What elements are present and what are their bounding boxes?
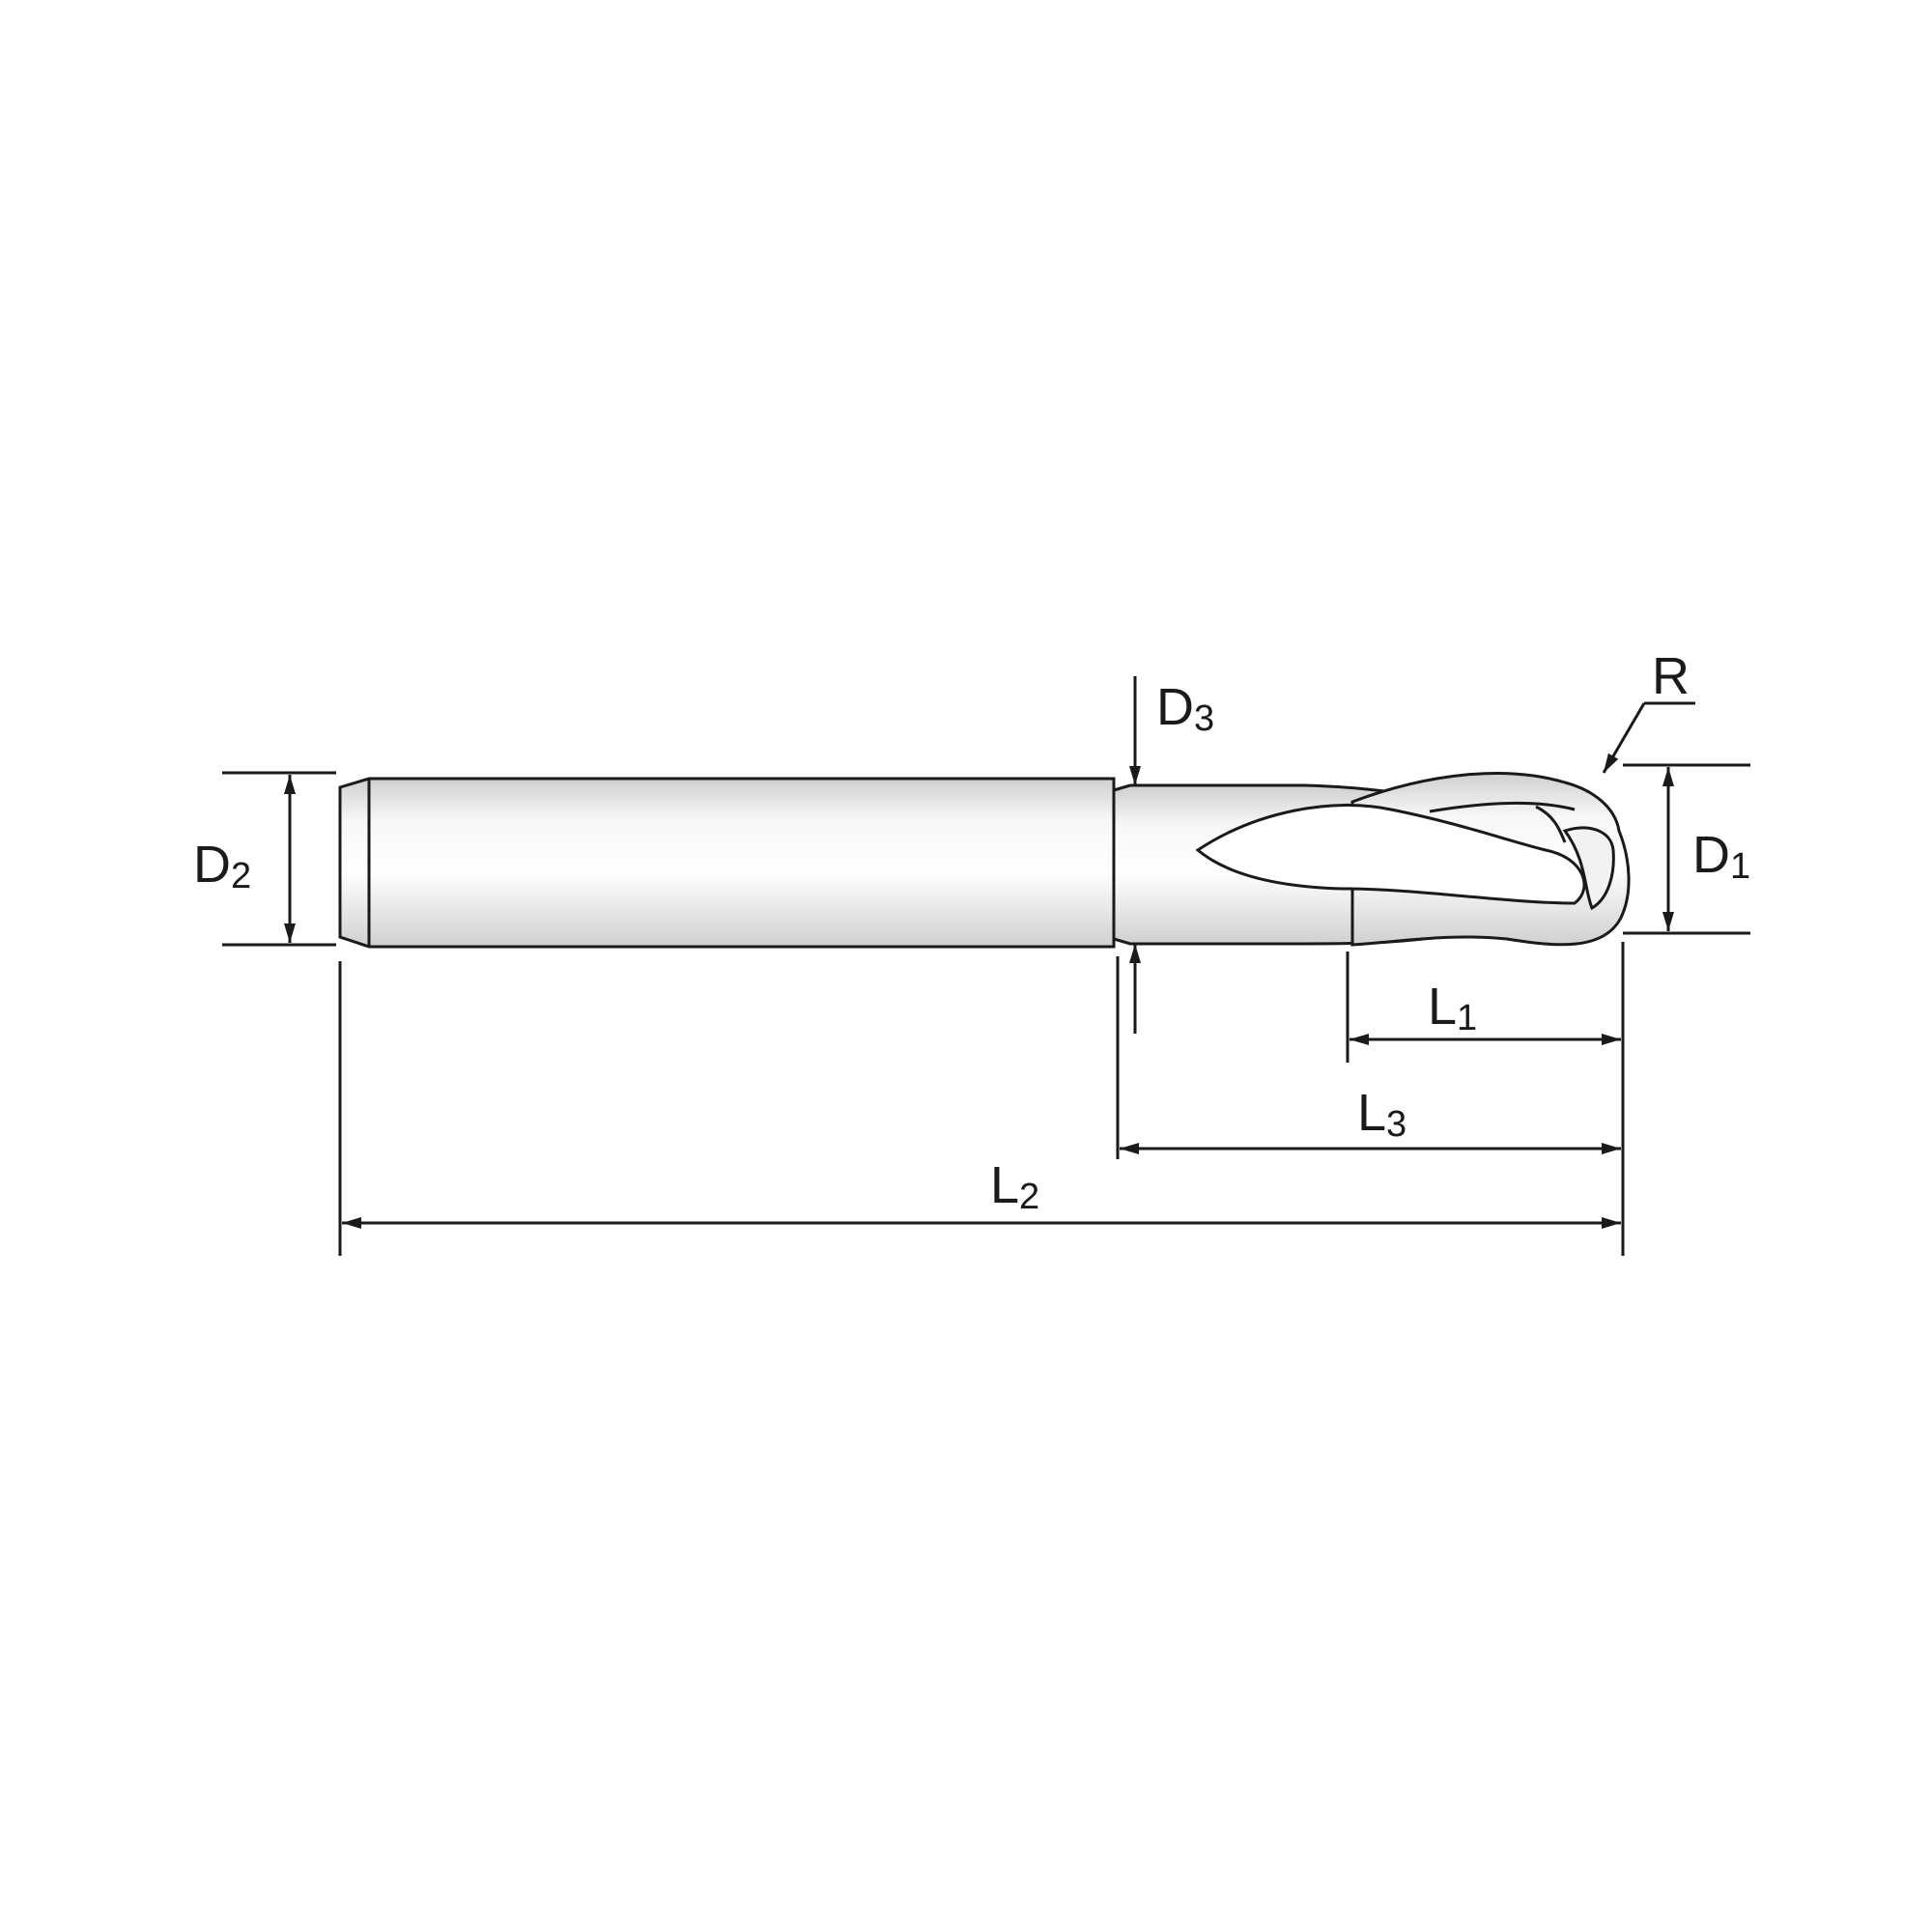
d2-label: D2 (193, 836, 251, 896)
d1-label: D1 (1692, 826, 1750, 887)
l1-label: L1 (1428, 978, 1477, 1038)
l3-label: L3 (1357, 1084, 1406, 1145)
d3-label: D3 (1156, 678, 1214, 739)
flute-spiral-3 (1535, 805, 1567, 843)
flute-spiral-1 (1195, 804, 1586, 905)
shank (338, 777, 1116, 949)
flute-spiral-2 (1429, 801, 1576, 813)
flute-spiral-4 (1562, 826, 1615, 911)
dimension-lines (222, 676, 1750, 1256)
tool-body (338, 772, 1631, 949)
r-leader-arrow (1602, 702, 1646, 774)
r-label: R (1652, 647, 1690, 705)
l2-label: L2 (990, 1156, 1039, 1217)
